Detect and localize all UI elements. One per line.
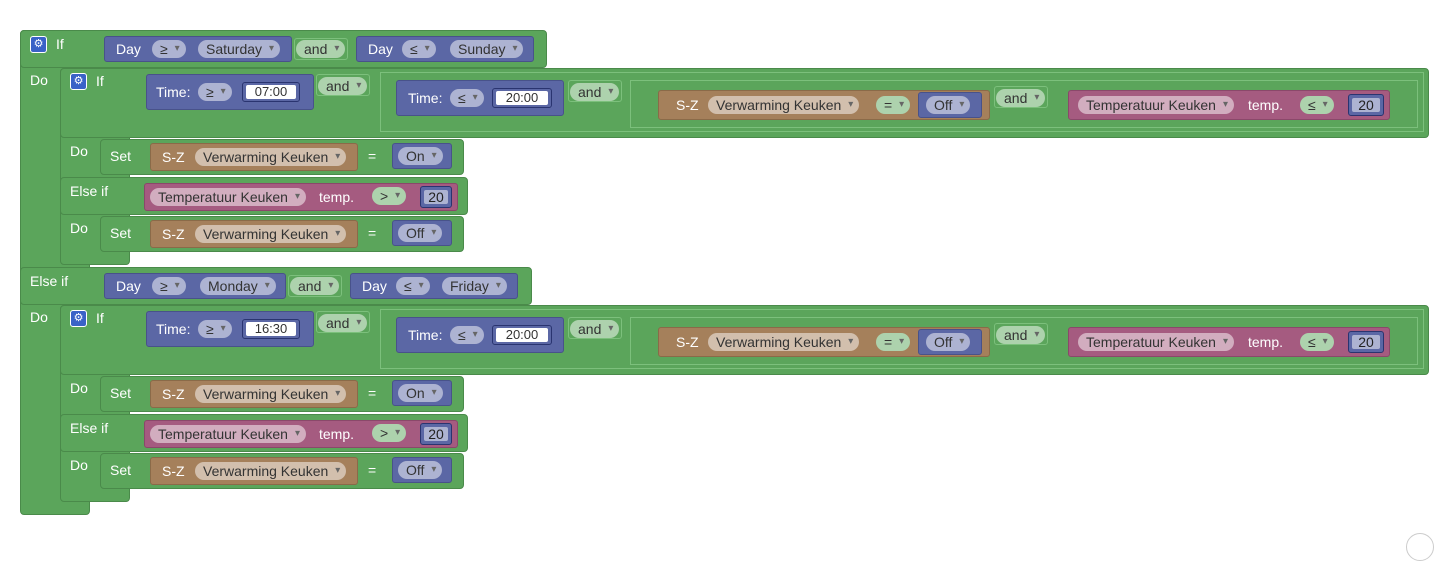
set-label: Set <box>110 385 132 401</box>
trash-icon[interactable] <box>1406 533 1434 561</box>
time-field[interactable]: 20:00 <box>492 325 552 345</box>
else-if-label: Else if <box>30 273 69 289</box>
operator-dropdown[interactable]: = <box>876 96 911 114</box>
do-label: Do <box>70 457 88 473</box>
number-field[interactable]: 20 <box>1348 331 1384 353</box>
time-label: Time: <box>156 321 191 337</box>
if-label: If <box>96 310 104 326</box>
if-label: If <box>56 36 64 52</box>
do-label: Do <box>70 143 88 159</box>
number-field[interactable]: 20 <box>420 423 452 445</box>
do-label: Do <box>30 72 48 88</box>
sensor-property-label: temp. <box>319 189 355 205</box>
operator-dropdown[interactable]: ≥ <box>152 277 186 295</box>
device-type-label: S-Z <box>162 463 185 479</box>
day-label: Day <box>368 41 393 57</box>
if-label: If <box>96 73 104 89</box>
device-dropdown[interactable]: Verwarming Keuken <box>195 385 347 403</box>
device-type-label: S-Z <box>676 334 699 350</box>
equals-label: = <box>368 385 377 401</box>
operator-dropdown[interactable]: ≤ <box>396 277 430 295</box>
state-dropdown[interactable]: Off <box>398 461 443 479</box>
do-label: Do <box>30 309 48 325</box>
weekday-dropdown[interactable]: Monday <box>200 277 276 295</box>
device-dropdown[interactable]: Verwarming Keuken <box>195 148 347 166</box>
and-dropdown[interactable]: and <box>290 277 340 295</box>
equals-label: = <box>368 462 377 478</box>
gear-icon[interactable]: ⚙ <box>70 310 87 327</box>
do-label: Do <box>70 220 88 236</box>
device-dropdown[interactable]: Verwarming Keuken <box>708 333 860 351</box>
time-label: Time: <box>408 327 443 343</box>
sensor-dropdown[interactable]: Temperatuur Keuken <box>1078 333 1234 351</box>
gear-icon[interactable]: ⚙ <box>30 36 47 53</box>
operator-dropdown[interactable]: ≤ <box>402 40 436 58</box>
and-dropdown[interactable]: and <box>318 77 368 95</box>
sensor-property-label: temp. <box>1248 97 1284 113</box>
device-dropdown[interactable]: Verwarming Keuken <box>195 462 347 480</box>
operator-dropdown[interactable]: ≤ <box>450 326 484 344</box>
day-label: Day <box>362 278 387 294</box>
state-dropdown[interactable]: On <box>398 147 443 165</box>
sensor-dropdown[interactable]: Temperatuur Keuken <box>150 425 306 443</box>
state-dropdown[interactable]: On <box>398 384 443 402</box>
device-type-label: S-Z <box>162 386 185 402</box>
set-label: Set <box>110 148 132 164</box>
operator-dropdown[interactable]: = <box>876 333 911 351</box>
operator-dropdown[interactable]: ≥ <box>198 83 232 101</box>
device-dropdown[interactable]: Verwarming Keuken <box>195 225 347 243</box>
sensor-dropdown[interactable]: Temperatuur Keuken <box>150 188 306 206</box>
and-dropdown[interactable]: and <box>318 314 368 332</box>
sensor-dropdown[interactable]: Temperatuur Keuken <box>1078 96 1234 114</box>
and-dropdown[interactable]: and <box>570 320 620 338</box>
number-field[interactable]: 20 <box>1348 94 1384 116</box>
sensor-property-label: temp. <box>1248 334 1284 350</box>
weekday-dropdown[interactable]: Saturday <box>198 40 281 58</box>
day-label: Day <box>116 278 141 294</box>
time-field[interactable]: 16:30 <box>242 319 300 339</box>
operator-dropdown[interactable]: ≥ <box>198 320 232 338</box>
sensor-compare-block[interactable] <box>1068 90 1390 120</box>
operator-dropdown[interactable]: ≥ <box>152 40 186 58</box>
and-dropdown[interactable]: and <box>996 89 1046 107</box>
operator-dropdown[interactable]: > <box>372 187 407 205</box>
equals-label: = <box>368 148 377 164</box>
operator-dropdown[interactable]: ≤ <box>450 89 484 107</box>
operator-dropdown[interactable]: ≤ <box>1300 96 1334 114</box>
and-dropdown[interactable]: and <box>570 83 620 101</box>
and-dropdown[interactable]: and <box>996 326 1046 344</box>
weekday-dropdown[interactable]: Sunday <box>450 40 524 58</box>
gear-icon[interactable]: ⚙ <box>70 73 87 90</box>
day-label: Day <box>116 41 141 57</box>
state-dropdown[interactable]: Off <box>398 224 443 242</box>
device-type-label: S-Z <box>162 226 185 242</box>
sensor-property-label: temp. <box>319 426 355 442</box>
state-dropdown[interactable]: Off <box>926 333 971 351</box>
time-field[interactable]: 20:00 <box>492 88 552 108</box>
operator-dropdown[interactable]: > <box>372 424 407 442</box>
number-field[interactable]: 20 <box>420 186 452 208</box>
set-label: Set <box>110 225 132 241</box>
weekday-dropdown[interactable]: Friday <box>442 277 507 295</box>
time-label: Time: <box>408 90 443 106</box>
time-field[interactable]: 07:00 <box>242 82 300 102</box>
device-type-label: S-Z <box>162 149 185 165</box>
and-dropdown[interactable]: and <box>296 40 346 58</box>
set-label: Set <box>110 462 132 478</box>
operator-dropdown[interactable]: ≤ <box>1300 333 1334 351</box>
equals-label: = <box>368 225 377 241</box>
do-label: Do <box>70 380 88 396</box>
device-dropdown[interactable]: Verwarming Keuken <box>708 96 860 114</box>
device-type-label: S-Z <box>676 97 699 113</box>
else-if-label: Else if <box>70 420 109 436</box>
time-label: Time: <box>156 84 191 100</box>
else-if-label: Else if <box>70 183 109 199</box>
state-dropdown[interactable]: Off <box>926 96 971 114</box>
